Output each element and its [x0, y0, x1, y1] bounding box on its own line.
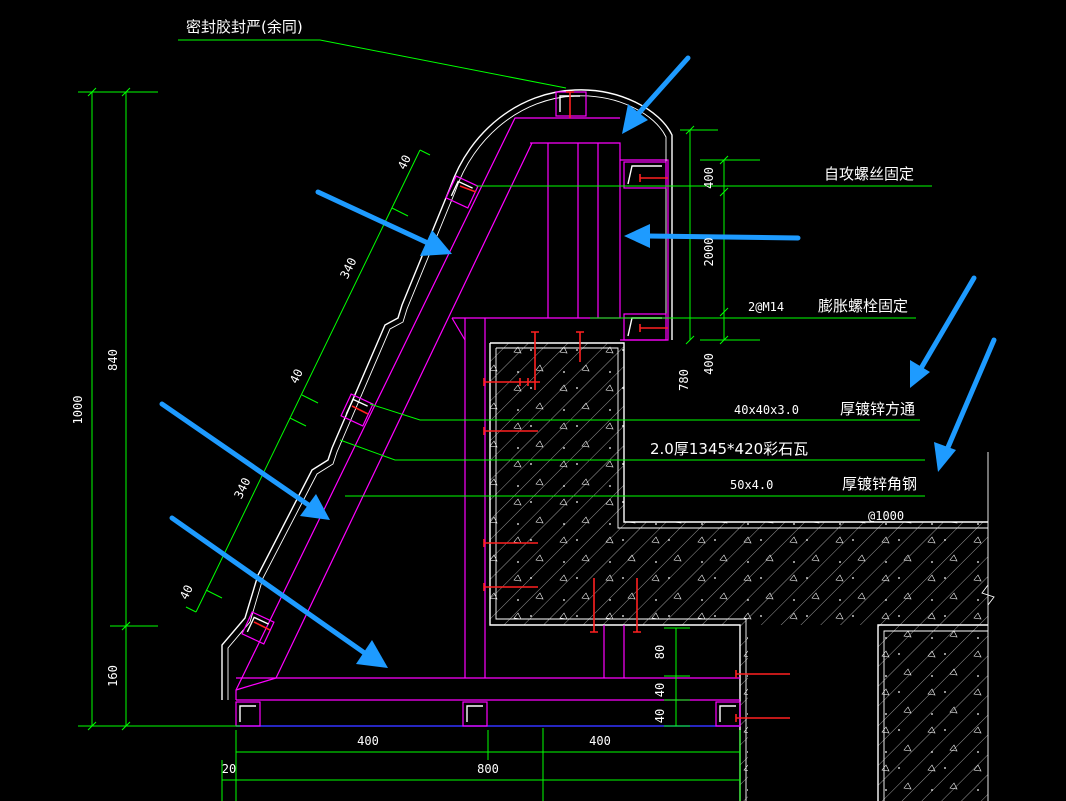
labels: 密封胶封严(余同) 自攻螺丝固定 2@M14 膨胀螺栓固定 40x40x3.0 … — [186, 18, 917, 523]
dim-right-2000: 2000 — [702, 238, 716, 267]
dim-bottom-400-r: 400 — [589, 734, 611, 748]
label-sealant: 密封胶封严(余同) — [186, 18, 303, 36]
dim-right-780: 780 — [677, 369, 691, 391]
label-angle: 厚镀锌角钢 — [842, 475, 917, 493]
label-self-tap: 自攻螺丝固定 — [824, 165, 914, 183]
dim-right-400-mid: 400 — [702, 353, 716, 375]
label-spacing: @1000 — [868, 509, 904, 523]
label-tube: 厚镀锌方通 — [840, 400, 915, 418]
label-angle-spec: 50x4.0 — [730, 478, 773, 492]
dim-lower-height: 160 — [106, 665, 120, 687]
label-tube-spec: 40x40x3.0 — [734, 403, 799, 417]
dim-right-40-a: 40 — [653, 683, 667, 697]
dim-bottom-20: 20 — [222, 762, 236, 776]
dim-total-height: 1000 — [71, 396, 85, 425]
dim-slope-340-b: 340 — [231, 475, 253, 501]
dim-bottom-400-l: 400 — [357, 734, 379, 748]
dim-upper-height: 840 — [106, 349, 120, 371]
square-tubes — [235, 91, 741, 727]
dim-right-400-top: 400 — [702, 167, 716, 189]
label-bolt: 膨胀螺栓固定 — [818, 297, 908, 315]
label-bolt-spec: 2@M14 — [748, 300, 784, 314]
dim-right-80: 80 — [653, 645, 667, 659]
dim-slope-top-40: 40 — [395, 153, 414, 172]
dim-slope-bot-40: 40 — [177, 583, 196, 602]
callout-arrows — [159, 55, 997, 668]
dim-right-40-b: 40 — [653, 709, 667, 723]
dim-bottom-800: 800 — [477, 762, 499, 776]
dimension-numbers: 1000 840 160 40 340 40 340 40 400 2000 4… — [71, 153, 716, 776]
dim-slope-340-a: 340 — [337, 255, 359, 281]
dim-slope-mid-40: 40 — [287, 367, 306, 386]
dimension-lines — [78, 39, 932, 801]
bolts — [253, 91, 790, 722]
label-tile: 2.0厚1345*420彩石瓦 — [650, 440, 808, 458]
steel-frame — [235, 117, 740, 701]
